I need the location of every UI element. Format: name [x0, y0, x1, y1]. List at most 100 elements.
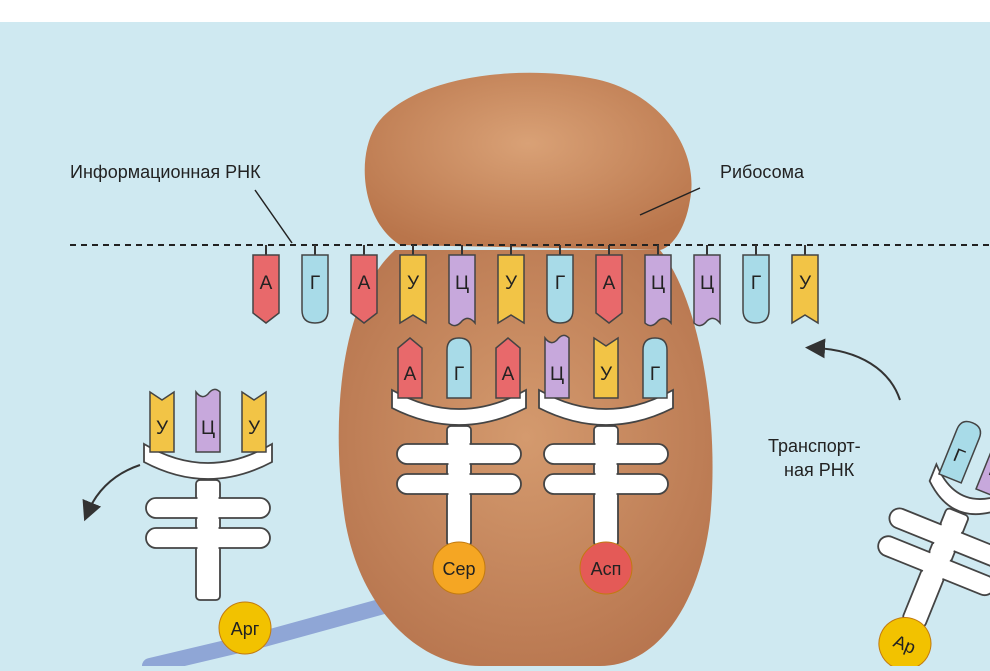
- trna-base-letter: Г: [454, 364, 464, 385]
- trna-base-letter: Г: [650, 364, 660, 385]
- trna-base: Г: [642, 337, 668, 399]
- trna-stem-fill: [595, 428, 617, 544]
- trna-anticodon-loop: [538, 388, 674, 426]
- mrna-base-shape: [252, 254, 280, 324]
- trna-base: У: [241, 390, 267, 453]
- amino-acid-circle: [579, 541, 633, 595]
- trna-anticodon-loop: [391, 388, 527, 426]
- trna-base-letter: Ц: [550, 364, 564, 385]
- trna-base-letter: У: [156, 418, 169, 439]
- amino-acid: Арг: [218, 601, 272, 655]
- trna-base-shape: [149, 390, 175, 453]
- mrna-base-letter: Ц: [455, 273, 469, 294]
- trna-exit-arrow: [82, 464, 141, 522]
- trna-base-letter: Ц: [201, 418, 215, 439]
- mrna-base-shape: [350, 254, 378, 324]
- mrna-base-shape: [791, 254, 819, 325]
- trna-base-letter: А: [502, 364, 515, 385]
- trna-body: [538, 388, 674, 547]
- mrna-base: У: [399, 245, 427, 325]
- trna-anticodon-loop: [928, 461, 990, 516]
- trna-base: Г: [937, 420, 982, 484]
- mrna-base-letter: А: [603, 273, 616, 294]
- mrna-base-letter: Г: [555, 273, 565, 294]
- mrna-base: Г: [301, 245, 329, 324]
- trna-base: У: [149, 390, 175, 453]
- trna-base-letter: У: [248, 418, 261, 439]
- amino-acid-label: Асп: [591, 559, 622, 579]
- trna-label-line1: Транспорт-: [768, 436, 861, 456]
- mrna-base: Ц: [448, 245, 476, 327]
- mrna-base: У: [791, 245, 819, 325]
- mrna-base-letter: Ц: [651, 273, 665, 294]
- ribosome-small-subunit: [364, 72, 692, 250]
- top-margin: [0, 0, 990, 22]
- trna-base: Г: [446, 337, 472, 399]
- mrna-base-shape: [301, 254, 329, 324]
- mrna-base: А: [350, 245, 378, 324]
- trna-base-shape: [544, 334, 570, 399]
- mrna-base: Ц: [693, 245, 721, 327]
- mrna-base-shape: [546, 254, 574, 324]
- trna-base: Ц: [975, 430, 990, 499]
- trna-base: А: [495, 337, 521, 399]
- ribosome-label: Рибосома: [720, 162, 805, 182]
- trna-center-left: А Г А Сер: [391, 337, 527, 595]
- mrna-base: У: [497, 245, 525, 325]
- trna-base: У: [593, 336, 619, 399]
- mrna-base: Г: [742, 245, 770, 324]
- mrna-base-letter: Г: [310, 273, 320, 294]
- mrna-label: Информационная РНК: [70, 162, 261, 182]
- trna-stem-fill: [448, 428, 470, 544]
- mrna-base-letter: У: [505, 273, 518, 294]
- trna-label-line2: ная РНК: [784, 460, 855, 480]
- trna-base-shape: [241, 390, 267, 453]
- mrna-base-shape: [742, 254, 770, 324]
- amino-acid-label: Сер: [442, 559, 475, 579]
- trna-right: ГЦ Ар: [877, 420, 990, 671]
- trna-base: А: [397, 337, 423, 399]
- trna-body: [877, 461, 990, 628]
- mrna-base: А: [252, 245, 280, 324]
- trna-base: Ц: [544, 334, 570, 399]
- trna-stem-fill: [197, 482, 219, 598]
- amino-acid-label: Арг: [231, 619, 260, 639]
- trna-base-shape: [642, 337, 668, 399]
- mrna-base-shape: [595, 254, 623, 324]
- mrna-base-shape: [448, 254, 476, 327]
- mrna-base-shape: [497, 254, 525, 325]
- trna-base-shape: [195, 388, 221, 453]
- mrna-base-shape: [693, 254, 721, 327]
- mrna-base-letter: Ц: [700, 273, 714, 294]
- trna-base-letter: У: [600, 364, 613, 385]
- trna-base-shape: [593, 336, 619, 399]
- mrna-label-pointer: [254, 189, 293, 244]
- ribosome-label-pointer: [639, 187, 701, 216]
- mrna-base-shape: [399, 254, 427, 325]
- mrna-base: Г: [546, 245, 574, 324]
- mrna-base: Ц: [644, 245, 672, 327]
- mrna-base-shape: [644, 254, 672, 327]
- trna-base: Ц: [195, 388, 221, 453]
- trna-base-shape: [975, 430, 990, 499]
- trna-left: У Ц У Арг: [143, 388, 273, 655]
- mrna-base: А: [595, 245, 623, 324]
- trna-base-letter: Ц: [986, 459, 990, 484]
- amino-acid: Асп: [579, 541, 633, 595]
- trna-base-shape: [397, 337, 423, 399]
- amino-acid-circle: [432, 541, 486, 595]
- trna-arrival-arrow: [805, 338, 901, 401]
- mrna-base-letter: Г: [751, 273, 761, 294]
- mrna-base-letter: У: [799, 273, 812, 294]
- trna-anticodon-loop: [143, 442, 273, 480]
- trna-body: [143, 442, 273, 601]
- amino-acid: Сер: [432, 541, 486, 595]
- mrna-base-letter: А: [260, 273, 273, 294]
- trna-base-shape: [937, 420, 982, 484]
- amino-acid: Ар: [878, 617, 932, 671]
- trna-base-shape: [495, 337, 521, 399]
- trna-base-letter: А: [404, 364, 417, 385]
